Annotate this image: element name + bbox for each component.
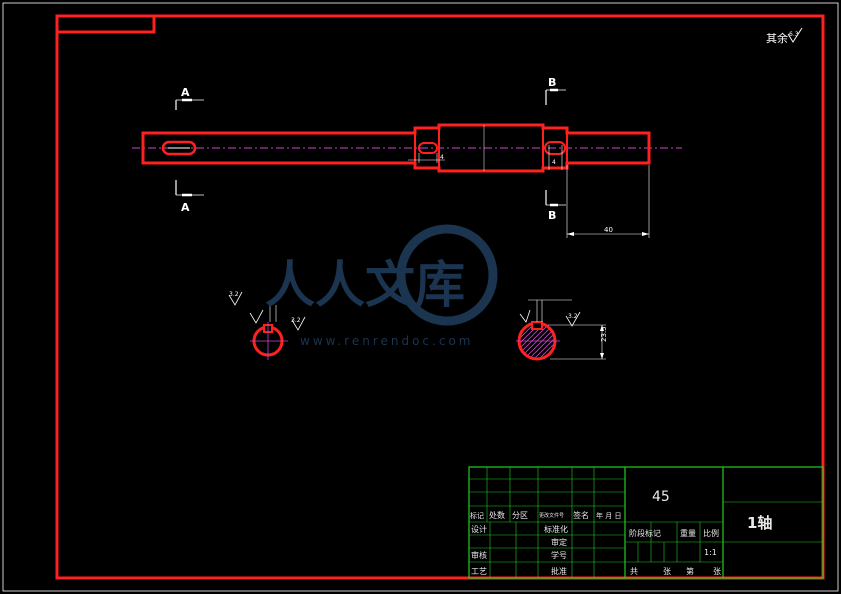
tb-label-serial: 学号 <box>551 550 567 560</box>
section-a-indicator: A A <box>175 86 204 214</box>
shaft-outline <box>141 123 651 173</box>
tb-scale: 1:1 <box>704 548 717 557</box>
tb-label-standardization: 标准化 <box>544 524 568 534</box>
section-b-indicator: B B <box>545 76 566 222</box>
tb-label-total: 共 <box>630 567 638 576</box>
section-a-label-top: A <box>181 86 190 99</box>
watermark-brand: 人人文库 <box>265 256 465 314</box>
keyway-small <box>418 142 438 154</box>
tb-label-designer: 设计 <box>471 524 487 534</box>
title-block: 标记 处数 分区 更改文件号 签名 年 月 日 设计 标准化 审定 审核 学号 … <box>468 466 824 579</box>
roughness-keyway-bottom: 3.2 <box>291 317 301 324</box>
general-roughness-note: 其余 6.3 <box>766 27 803 45</box>
tb-label-sheets: 张 <box>663 567 671 576</box>
tb-label-stage-mark: 阶段标记 <box>629 528 661 538</box>
section-a-label-bottom: A <box>181 201 190 214</box>
tb-label-signature: 签名 <box>573 510 589 520</box>
hatch-line <box>557 321 597 361</box>
tb-label-sheet-no: 第 <box>686 566 694 576</box>
dim-keyway-small: 4 <box>440 154 444 161</box>
tb-label-count: 处数 <box>489 510 505 520</box>
tb-label-mark: 标记 <box>470 511 484 520</box>
section-b-keyway <box>531 321 543 330</box>
roughness-symbol-icon <box>519 309 531 323</box>
tb-label-date: 年 月 日 <box>596 511 621 520</box>
keyway-a <box>161 140 197 156</box>
section-b-view: 3.2 23.5 <box>477 299 608 361</box>
code-box <box>57 16 156 34</box>
roughness-symbol-icon <box>249 309 264 324</box>
roughness-symbol-icon <box>787 27 803 43</box>
keyway-b <box>544 141 566 155</box>
watermark-url: www.renrendoc.com <box>300 334 473 348</box>
tb-label-process: 工艺 <box>471 567 487 576</box>
hatch-line <box>477 321 517 361</box>
main-view-dimensions: 4 4 40 <box>408 145 650 238</box>
roughness-symbol-icon <box>291 316 306 331</box>
roughness-general-value: 6.3 <box>789 31 799 38</box>
roughness-symbol-icon <box>228 291 243 306</box>
section-b-label-bottom: B <box>548 209 556 222</box>
tb-label-ratio: 比例 <box>703 528 719 538</box>
drawing-frame <box>55 14 825 580</box>
hatch-line <box>536 323 555 359</box>
tb-label-weight: 重量 <box>680 528 696 538</box>
tb-label-zone: 分区 <box>512 511 528 520</box>
roughness-symbol-icon <box>565 311 581 327</box>
tb-label-change-doc: 更改文件号 <box>539 512 564 519</box>
tb-label-approve: 批准 <box>551 566 567 576</box>
tb-material: 45 <box>652 489 670 505</box>
dim-section-b-depth: 23.5 <box>600 326 608 342</box>
section-a-view: 3.2 3.2 <box>228 291 306 360</box>
watermark-logo-ring-icon <box>396 224 498 326</box>
tb-label-checked: 审定 <box>551 537 567 547</box>
dim-keyway-offset: 40 <box>604 226 613 234</box>
section-b-label-top: B <box>548 76 556 89</box>
roughness-section-b-face: 3.2 <box>568 313 578 320</box>
dim-keyway-b: 4 <box>552 159 556 166</box>
tb-label-reviewer: 审核 <box>471 550 487 560</box>
hatch-line <box>519 323 538 359</box>
roughness-keyway-side: 3.2 <box>229 291 239 298</box>
roughness-note-label: 其余 <box>766 31 788 45</box>
shaft-main-view <box>132 123 682 173</box>
watermark: 人人文库 www.renrendoc.com <box>265 224 498 348</box>
tb-part-name: 1轴 <box>747 514 772 532</box>
tb-label-sheet-unit: 张 <box>713 567 721 576</box>
